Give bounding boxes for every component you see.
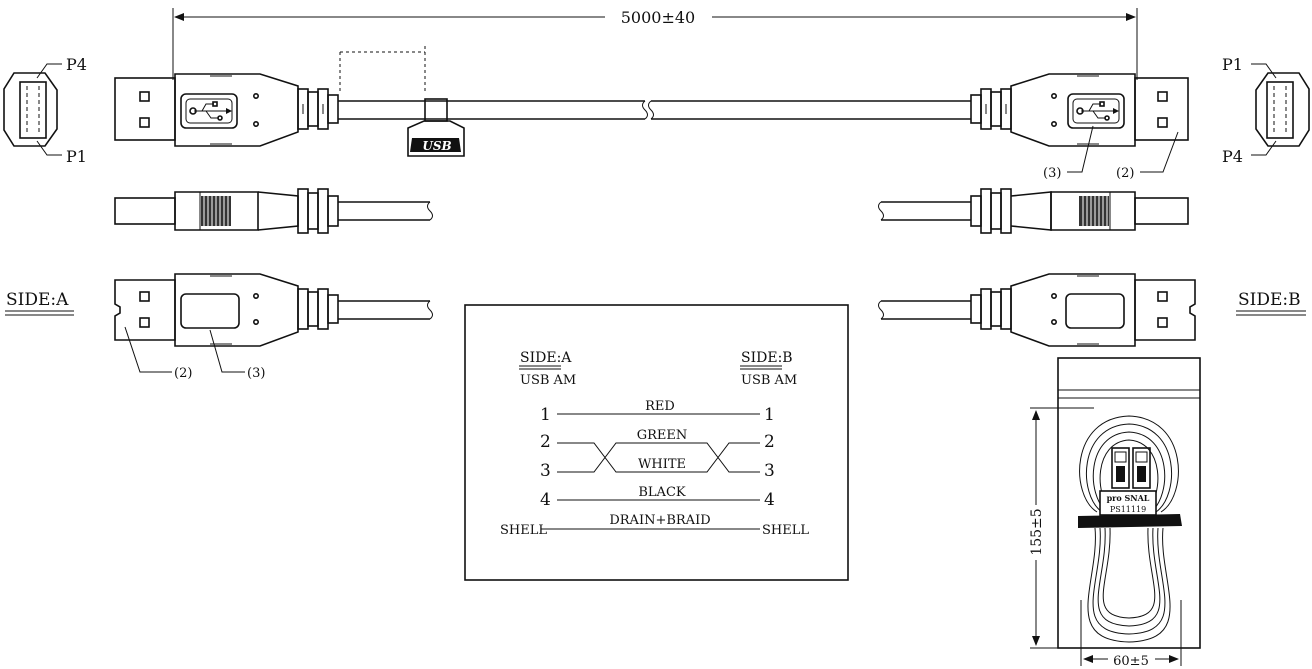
wiring-left-header: SIDE:A xyxy=(520,350,572,366)
cable-top xyxy=(338,100,971,120)
wire-row-left: 2 xyxy=(540,432,551,452)
pin-view-left: P4 P1 xyxy=(3,55,87,166)
coil-height-value: 155±5 xyxy=(1029,508,1045,555)
pin-right-bottom: P4 xyxy=(1222,147,1243,166)
wire-row-left: 1 xyxy=(540,405,551,425)
callout-3-top: (3) xyxy=(1043,166,1061,181)
wiring-left-sub: USB AM xyxy=(520,373,576,388)
connector-side-right xyxy=(878,188,1189,234)
wire-row-left: 4 xyxy=(540,490,551,510)
connector-bottom-left: SIDE:A (2) (3) xyxy=(5,273,433,381)
pin-right-top: P1 xyxy=(1222,55,1243,74)
wire-row-color: DRAIN+BRAID xyxy=(609,513,710,528)
coil-height-dimension: 155±5 xyxy=(1029,407,1100,649)
callout-3-bottom: (3) xyxy=(247,366,265,381)
wire-row-color: BLACK xyxy=(638,485,686,500)
wiring-table: SIDE:A USB AM SIDE:B USB AM 1 RED 1 2 GR… xyxy=(464,304,849,581)
callout-2-top: (2) xyxy=(1116,166,1134,181)
length-value: 5000±40 xyxy=(621,8,695,27)
callout-2-bottom: (2) xyxy=(174,366,192,381)
wiring-right-header: SIDE:B xyxy=(741,350,793,366)
wiring-right-sub: USB AM xyxy=(741,373,797,388)
wire-row-right: 4 xyxy=(764,490,775,510)
wire-row-color: GREEN xyxy=(637,428,688,443)
side-a-label: SIDE:A xyxy=(6,290,69,310)
pin-left-top: P4 xyxy=(66,55,87,74)
connector-top-right: (3) (2) xyxy=(970,73,1189,181)
package-part: PS11119 xyxy=(1110,505,1146,514)
wire-row-right: SHELL xyxy=(762,523,809,538)
coil-width-value: 60±5 xyxy=(1113,654,1149,669)
overmold-usb-logo: USB xyxy=(422,139,451,153)
side-b-label: SIDE:B xyxy=(1238,290,1301,310)
pin-view-right: P1 P4 xyxy=(1222,55,1310,166)
usb-trident-icon-right xyxy=(1076,101,1119,121)
pin-left-bottom: P1 xyxy=(66,147,87,166)
length-dimension: 5000±40 xyxy=(172,8,1138,80)
wire-row-right: 1 xyxy=(764,405,775,425)
overmold-tag: USB xyxy=(339,46,465,157)
wire-row-left: 3 xyxy=(540,461,551,481)
wire-row-right: 2 xyxy=(764,432,775,452)
wire-row-left: SHELL xyxy=(500,523,547,538)
wire-row-color: RED xyxy=(645,399,675,414)
wire-row-right: 3 xyxy=(764,461,775,481)
usb-trident-icon-left xyxy=(189,101,232,121)
connector-bottom-right: SIDE:B xyxy=(878,273,1306,347)
package-brand: pro SNAL xyxy=(1107,493,1150,503)
package-coil: pro SNAL PS11119 xyxy=(1057,357,1201,649)
connector-side-left xyxy=(114,188,433,234)
coil-width-dimension: 60±5 xyxy=(1080,600,1182,669)
connector-top-left xyxy=(114,73,339,147)
wire-row-color: WHITE xyxy=(638,457,686,472)
